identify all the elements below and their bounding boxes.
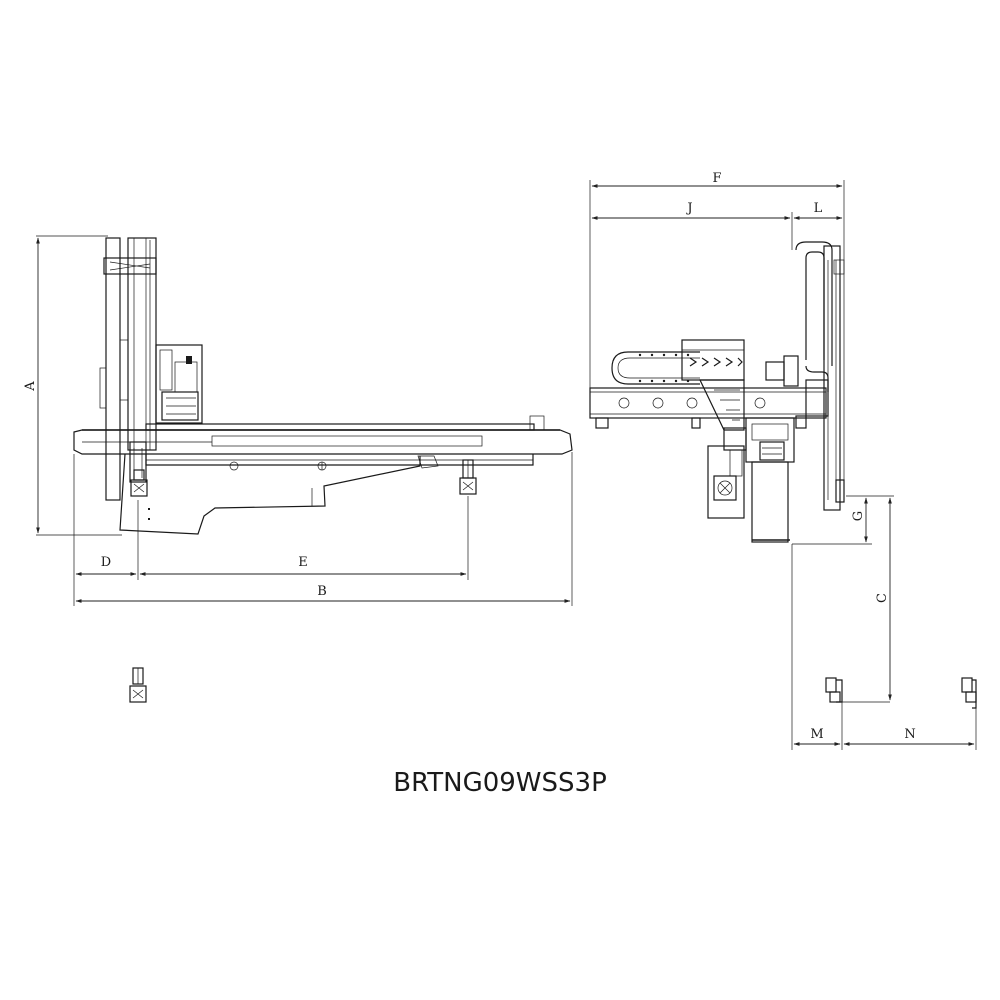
front-view: F J L G C M xyxy=(589,171,977,750)
dimension-a: A xyxy=(23,235,122,536)
motor-block xyxy=(155,344,203,424)
dimension-g: G xyxy=(792,495,894,545)
horizontal-beam xyxy=(73,415,573,471)
dimension-g-label: G xyxy=(851,511,866,521)
dimension-l-label: L xyxy=(814,201,823,216)
dimension-n-label: N xyxy=(904,727,915,742)
model-label: BRTNG09WSS3P xyxy=(393,768,607,798)
dimension-e: E xyxy=(139,496,469,580)
dimension-d-label: D xyxy=(101,555,111,570)
carriage xyxy=(681,339,745,431)
dimension-m: M xyxy=(791,544,843,750)
side-view: A D E B xyxy=(23,235,573,703)
front-column xyxy=(765,241,845,511)
gripper-right xyxy=(459,459,477,495)
dimension-j: J xyxy=(591,201,793,250)
bottom-gripper-left xyxy=(825,677,890,703)
dimension-l: L xyxy=(793,201,843,220)
dimension-e-label: E xyxy=(298,555,308,570)
dimension-c: C xyxy=(875,497,892,701)
dimension-b-label: B xyxy=(317,584,327,599)
dimension-b: B xyxy=(75,452,573,606)
dimension-f: F xyxy=(589,171,845,500)
dimension-f-label: F xyxy=(712,171,721,186)
vertical-column xyxy=(99,237,157,501)
base-bracket xyxy=(119,453,421,535)
dimension-m-label: M xyxy=(810,727,823,742)
dimension-c-label: C xyxy=(875,593,890,603)
spare-gripper xyxy=(129,667,147,703)
dimension-j-label: J xyxy=(685,201,692,216)
cable-chain xyxy=(611,351,700,385)
front-beam xyxy=(589,387,827,429)
dimension-d: D xyxy=(73,454,139,606)
dimension-a-label: A xyxy=(23,381,38,392)
arm-assembly xyxy=(707,417,795,543)
dimension-n: N xyxy=(843,708,977,750)
gripper-left xyxy=(130,469,148,497)
bottom-gripper-right xyxy=(961,677,977,709)
